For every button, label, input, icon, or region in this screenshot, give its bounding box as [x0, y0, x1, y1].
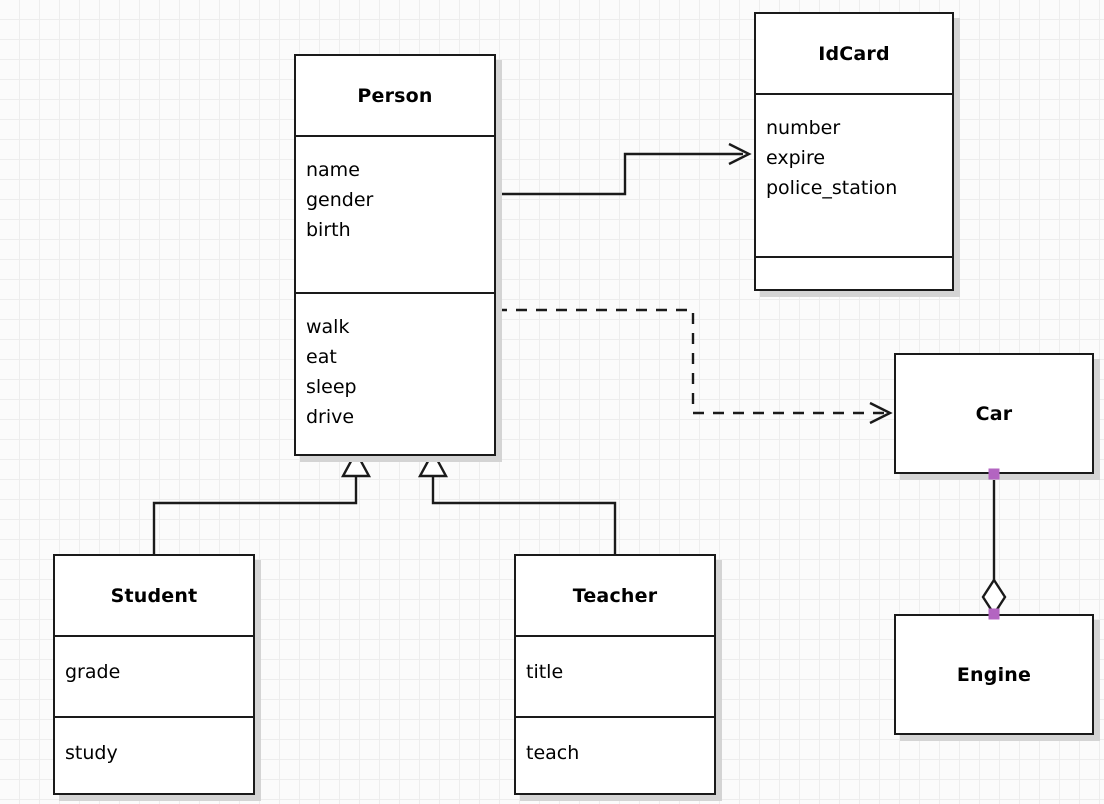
class-title-compartment: Car — [896, 355, 1092, 472]
class-attribute: grade — [65, 661, 121, 683]
class-name-label: Person — [357, 84, 433, 107]
class-node-idcard[interactable]: IdCard number expire police_station — [754, 12, 954, 291]
class-title-compartment: Engine — [896, 616, 1092, 733]
open-arrow-icon — [728, 142, 752, 166]
class-operation: study — [65, 742, 118, 764]
class-name-label: IdCard — [818, 42, 890, 65]
class-name-label: Car — [975, 402, 1013, 425]
class-attribute: gender — [306, 189, 374, 211]
class-node-engine[interactable]: Engine — [894, 614, 1094, 735]
edge-person-idcard[interactable] — [496, 142, 752, 196]
edge-teacher-person[interactable] — [417, 449, 617, 554]
class-attributes-compartment: title — [516, 635, 714, 716]
class-operations-compartment: teach — [516, 716, 714, 797]
class-operations-compartment: walk eat sleep drive — [296, 292, 494, 458]
class-title-compartment: Teacher — [516, 556, 714, 635]
class-operation: walk — [306, 316, 350, 338]
class-attributes-compartment: number expire police_station — [756, 93, 952, 256]
class-title-compartment: Person — [296, 56, 494, 135]
class-node-person[interactable]: Person name gender birth walk eat sleep … — [294, 54, 496, 456]
edge-person-car[interactable] — [496, 308, 893, 425]
class-attributes-compartment: name gender birth — [296, 135, 494, 292]
edge-endpoint-handle-engine[interactable] — [988, 608, 1000, 620]
class-name-label: Student — [110, 584, 198, 607]
class-attribute: police_station — [766, 177, 898, 199]
open-arrow-icon — [869, 401, 893, 425]
class-operation: teach — [526, 742, 580, 764]
class-operation: eat — [306, 346, 337, 368]
class-attribute: birth — [306, 219, 351, 241]
edge-car-engine[interactable] — [981, 474, 1007, 617]
class-node-student[interactable]: Student grade study — [53, 554, 255, 795]
class-operations-compartment — [756, 256, 952, 293]
edge-endpoint-handle-car[interactable] — [988, 468, 1000, 480]
edge-student-person[interactable] — [152, 449, 372, 554]
class-operation: drive — [306, 406, 355, 428]
class-operation: sleep — [306, 376, 357, 398]
class-attribute: title — [526, 661, 564, 683]
class-name-label: Teacher — [572, 584, 658, 607]
class-attribute: name — [306, 159, 360, 181]
class-attribute: number — [766, 117, 841, 139]
class-node-teacher[interactable]: Teacher title teach — [514, 554, 716, 795]
class-attribute: expire — [766, 147, 826, 169]
class-title-compartment: Student — [55, 556, 253, 635]
class-name-label: Engine — [956, 663, 1032, 686]
class-node-car[interactable]: Car — [894, 353, 1094, 474]
class-operations-compartment: study — [55, 716, 253, 797]
class-attributes-compartment: grade — [55, 635, 253, 716]
class-title-compartment: IdCard — [756, 14, 952, 93]
